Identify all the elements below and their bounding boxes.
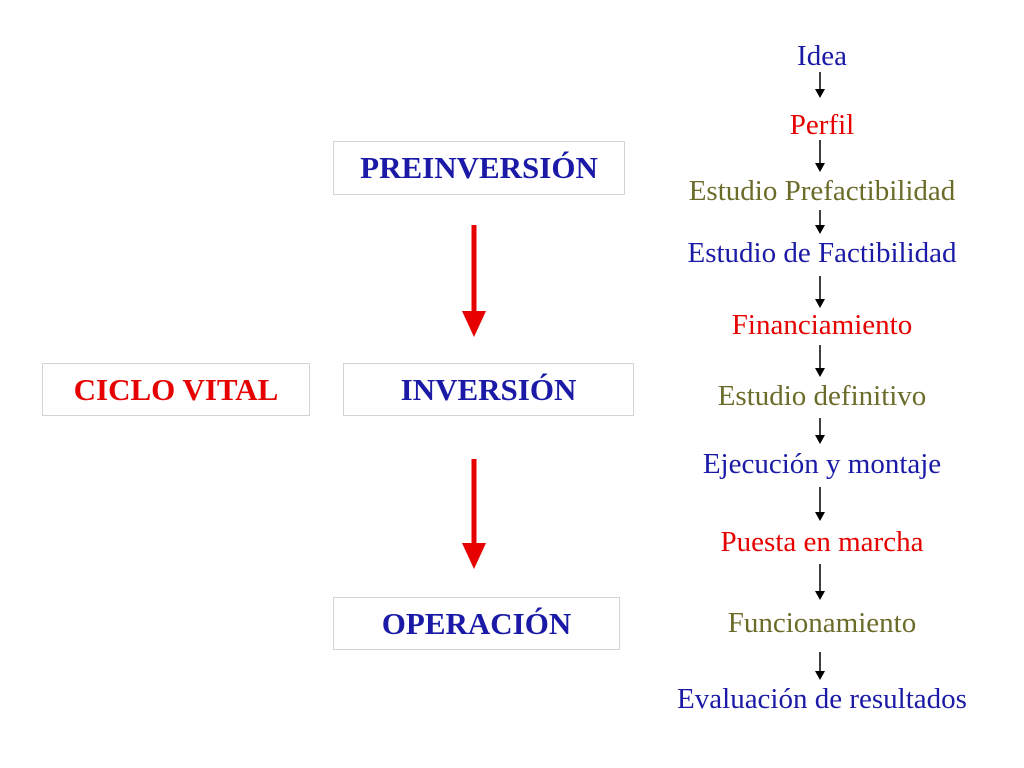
red-down-arrow-icon (462, 225, 486, 337)
phase-label-operacion: OPERACIÓN (381, 605, 572, 641)
down-arrow-icon (815, 210, 825, 234)
down-arrow-icon (815, 652, 825, 680)
phase-box-inversion: INVERSIÓN (343, 363, 634, 416)
phase-label-preinversion: PREINVERSIÓN (360, 150, 598, 185)
step-estudio-prefactibilidad: Estudio Prefactibilidad (688, 175, 956, 207)
phase-label-inversion: INVERSIÓN (400, 371, 577, 407)
phase-box-preinversion: PREINVERSIÓN (333, 141, 625, 195)
down-arrow-icon (815, 72, 825, 98)
down-arrow-icon (815, 276, 825, 308)
phase-box-ciclo-vital: CICLO VITAL (42, 363, 310, 416)
step-funcionamiento: Funcionamiento (727, 607, 917, 639)
step-estudio-definitivo: Estudio definitivo (717, 380, 927, 412)
red-down-arrow-icon (462, 459, 486, 569)
down-arrow-icon (815, 564, 825, 600)
step-idea: Idea (797, 40, 847, 72)
step-puesta-en-marcha: Puesta en marcha (720, 526, 924, 558)
down-arrow-icon (815, 487, 825, 521)
phase-label-ciclo-vital: CICLO VITAL (73, 371, 279, 407)
step-evaluacion-resultados: Evaluación de resultados (677, 683, 967, 715)
step-perfil: Perfil (789, 109, 855, 141)
step-ejecucion-montaje: Ejecución y montaje (702, 448, 942, 480)
phase-box-operacion: OPERACIÓN (333, 597, 620, 650)
down-arrow-icon (815, 345, 825, 377)
down-arrow-icon (815, 140, 825, 172)
step-financiamiento: Financiamiento (731, 309, 913, 341)
down-arrow-icon (815, 418, 825, 444)
step-sequence: Idea Perfil Estudio Prefactibilidad Estu… (620, 0, 1024, 768)
step-estudio-factibilidad: Estudio de Factibilidad (687, 237, 957, 269)
